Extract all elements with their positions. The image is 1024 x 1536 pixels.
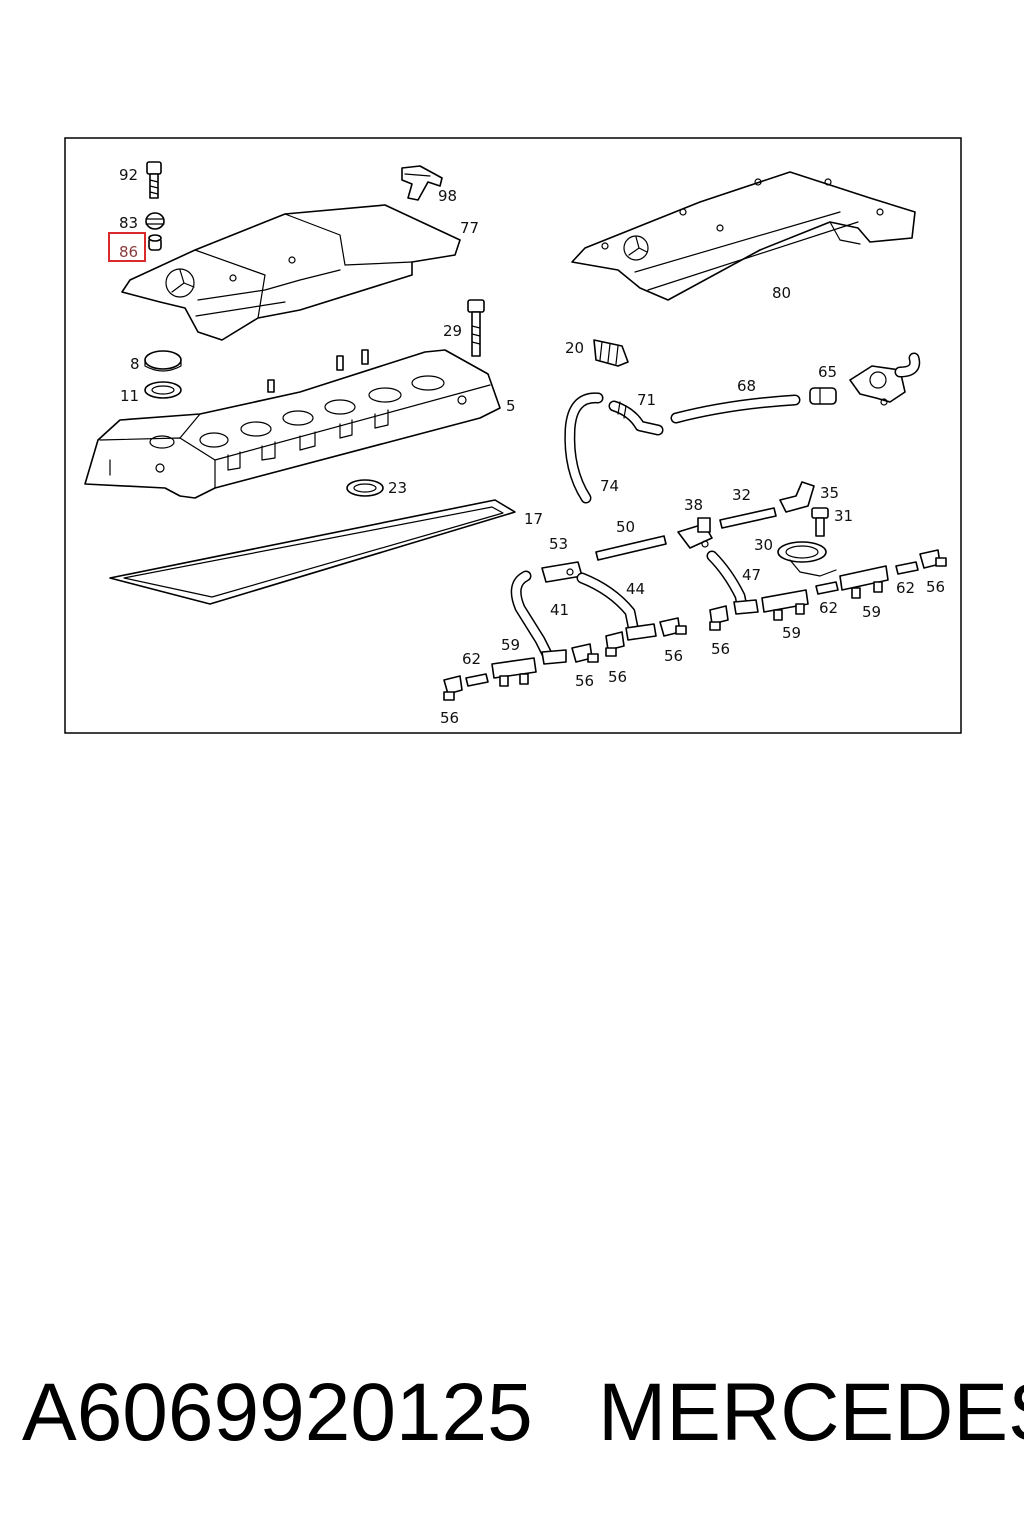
label-47: 47 [742,566,761,584]
elbow-35 [779,481,815,513]
connector-62c [895,561,919,575]
label-5: 5 [506,397,516,415]
diagram-frame [64,137,962,734]
tee-fitting-38 [677,517,713,549]
label-44: 44 [626,580,645,598]
damper-20 [593,339,629,367]
label-59b: 59 [501,636,520,654]
cap-56f [919,549,947,569]
fitting-59b [761,589,809,621]
connector-62b [815,581,839,595]
label-35: 35 [820,484,839,502]
label-50: 50 [616,518,635,536]
cap-56a [443,675,463,701]
label-62c: 62 [462,650,481,668]
hose-44 [576,572,657,641]
label-80: 80 [772,284,791,302]
label-41: 41 [550,601,569,619]
brand-name: MERCEDES [598,1367,1024,1458]
highlight-box [108,232,146,262]
label-38: 38 [684,496,703,514]
bolt-92 [146,161,162,199]
label-53: 53 [549,535,568,553]
fitting-53 [541,561,583,583]
valve-30 [777,541,837,577]
label-56e: 56 [575,672,594,690]
label-56f: 56 [440,709,459,727]
hose-74 [564,392,604,504]
label-56b: 56 [664,647,683,665]
valve-cover [84,349,501,499]
label-31: 31 [834,507,853,525]
label-62b: 62 [819,599,838,617]
label-62a: 62 [896,579,915,597]
hose-68 [670,394,801,424]
label-68: 68 [737,377,756,395]
gasket-17 [109,499,516,605]
pipe-50 [595,535,667,561]
engine-cover-left [121,204,461,341]
bolt-31 [811,507,829,537]
label-71: 71 [637,391,656,409]
fitting-59c [839,565,889,599]
parts-diagram: 92 98 83 86 77 80 29 20 8 11 5 71 68 65 … [64,137,962,734]
cap-56d [659,617,687,637]
cap-56c [605,631,625,657]
label-11: 11 [120,387,139,405]
cap-56e [709,605,729,631]
part-labels: 92 98 83 86 77 80 29 20 8 11 5 71 68 65 … [119,166,945,727]
label-30: 30 [754,536,773,554]
hose-41 [510,570,567,665]
label-92: 92 [119,166,138,184]
breather-flange [849,352,921,406]
label-8: 8 [130,355,140,373]
label-59a: 59 [862,603,881,621]
label-65: 65 [818,363,837,381]
grommet-83 [145,212,165,230]
fitting-59a [491,657,537,687]
part-number: A6069920125 [22,1367,533,1458]
label-56c: 56 [711,640,730,658]
fitting-65 [809,387,837,405]
label-59c: 59 [782,624,801,642]
seal-11 [144,381,182,399]
label-32: 32 [732,486,751,504]
bolt-29 [467,299,485,357]
label-86: 86 [119,243,138,261]
seal-23 [346,479,384,497]
spacer-86 [148,234,162,251]
clip-98 [401,165,443,201]
label-98: 98 [438,187,457,205]
label-23: 23 [388,479,407,497]
engine-cover-right [571,171,916,301]
cap-56b [571,643,599,663]
label-56d: 56 [608,668,627,686]
hose-47 [706,550,759,615]
connector-62a [465,673,489,687]
label-17: 17 [524,510,543,528]
label-74: 74 [600,477,619,495]
label-56a: 56 [926,578,945,596]
pipe-32 [719,507,777,529]
plug-8 [144,350,182,372]
label-83: 83 [119,214,138,232]
hose-71 [608,400,664,436]
label-77: 77 [460,219,479,237]
label-20: 20 [565,339,584,357]
label-29: 29 [443,322,462,340]
